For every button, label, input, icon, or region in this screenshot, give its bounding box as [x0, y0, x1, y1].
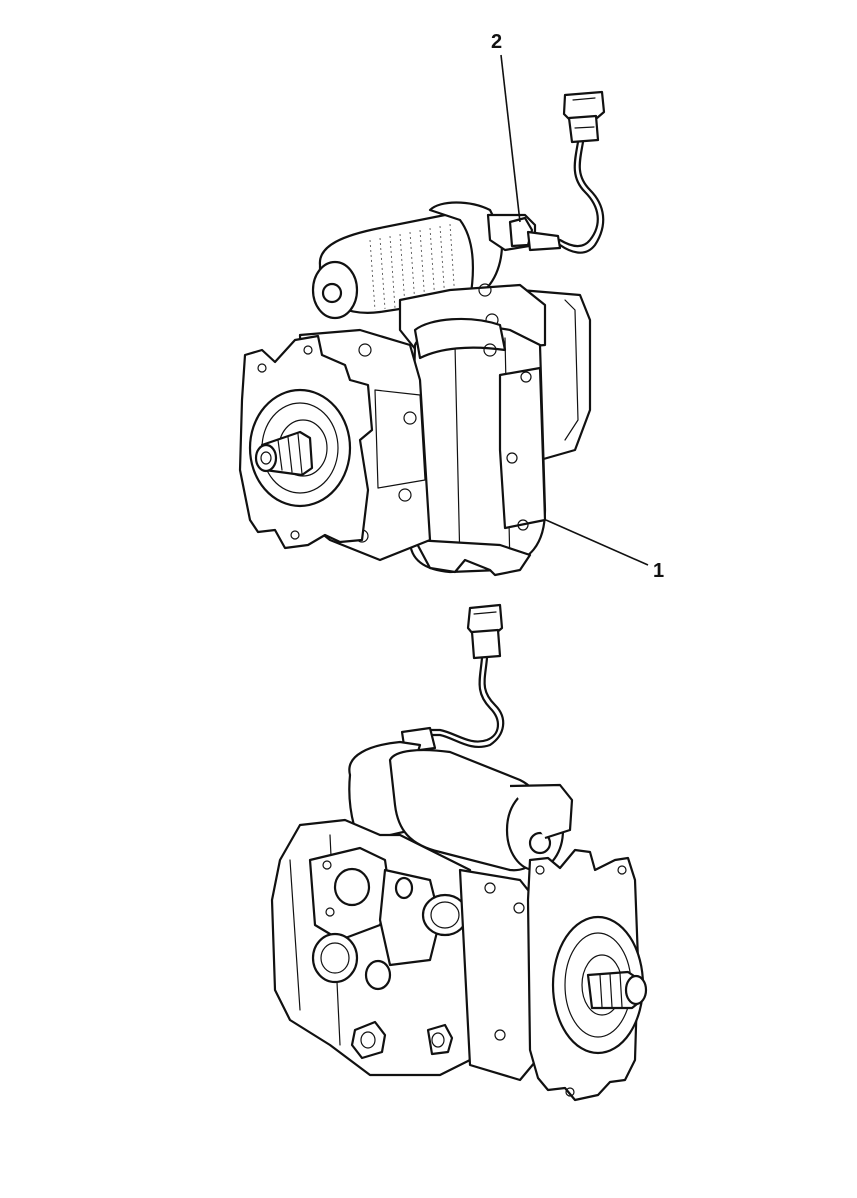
solenoid-cylinder-icon	[348, 726, 574, 872]
pump-body-icon	[270, 818, 648, 1102]
solenoid-cylinder-icon	[311, 201, 562, 320]
electrical-connector-icon	[558, 90, 606, 254]
pump-upper-view: 2 1	[238, 31, 664, 582]
pump-body-icon	[238, 283, 592, 577]
callout-1: 1	[653, 560, 664, 582]
leader-line-1	[545, 519, 649, 566]
leader-line-2	[500, 54, 521, 223]
callout-2: 2	[491, 31, 502, 53]
pump-lower-view	[270, 603, 648, 1102]
electrical-connector-icon	[423, 603, 505, 748]
